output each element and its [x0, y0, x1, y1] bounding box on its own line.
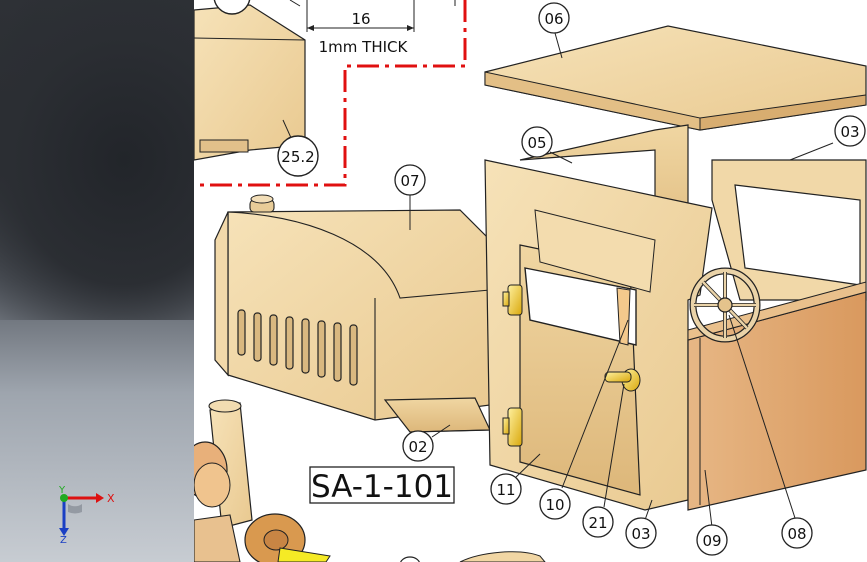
roof-part [484, 25, 867, 131]
dimension-callout: 16 1mm THICK [289, 0, 456, 56]
balloon-number: 03 [840, 123, 859, 141]
leader-lines [409, 32, 834, 528]
door-hinge-upper [502, 284, 523, 316]
balloon-10: 10 [539, 488, 571, 520]
dimension-note: 1mm THICK [319, 38, 409, 56]
balloon-number: 08 [787, 525, 806, 543]
door-panel-part [484, 159, 713, 511]
chassis-rail-part [383, 397, 491, 433]
body-side-part [687, 281, 867, 511]
axis-triad[interactable]: X Y Z [52, 484, 122, 544]
balloon-08: 08 [781, 517, 813, 549]
balloon-09: 09 [696, 524, 728, 556]
balloon-number: 02 [408, 438, 427, 456]
steering-wheel-part [689, 267, 761, 343]
balloon-02: 02 [402, 430, 434, 462]
balloon-number: 25.2 [281, 148, 314, 166]
door-hinge-lower [502, 407, 523, 447]
x-axis-arrowhead [96, 493, 104, 503]
y-axis-label: Y [58, 485, 66, 496]
detail-boundary-line [194, 0, 467, 187]
balloon-number: 07 [400, 172, 419, 190]
part-number-label: SA-1-101 [311, 469, 453, 505]
engine-hood-part [214, 194, 491, 421]
balloon-03-bottom: 03 [625, 517, 657, 549]
z-axis-arrowhead [59, 528, 69, 536]
door-latch-part [604, 368, 641, 392]
balloon-03-top: 03 [834, 115, 866, 147]
balloon-number: 11 [496, 481, 515, 499]
balloon-number: 10 [545, 496, 564, 514]
viewport-background-panel: X Y Z [0, 0, 194, 562]
top-left-block [194, 0, 306, 161]
dimension-value: 16 [351, 10, 370, 28]
balloon-05: 05 [521, 126, 553, 158]
balloon-number: 03 [631, 525, 650, 543]
triad-shadow [68, 504, 82, 514]
balloon-number: 21 [588, 514, 607, 532]
y-axis-origin [60, 494, 68, 502]
balloon-number: 06 [544, 10, 563, 28]
z-axis-label: Z [60, 535, 67, 544]
balloon-11: 11 [490, 473, 522, 505]
balloon-number: 09 [702, 532, 721, 550]
balloon-number: 05 [527, 134, 546, 152]
balloon-25-2: 25.2 [277, 119, 319, 177]
bottom-left-parts [194, 399, 546, 562]
part-number-box: SA-1-101 [309, 466, 455, 505]
x-axis-label: X [107, 492, 115, 505]
balloon-06: 06 [538, 2, 570, 34]
balloon-21: 21 [582, 506, 614, 538]
balloon-07: 07 [394, 164, 426, 196]
assembly-drawing[interactable]: 16 1mm THICK 25.2 [194, 0, 867, 562]
dark-blur-region [0, 0, 194, 320]
